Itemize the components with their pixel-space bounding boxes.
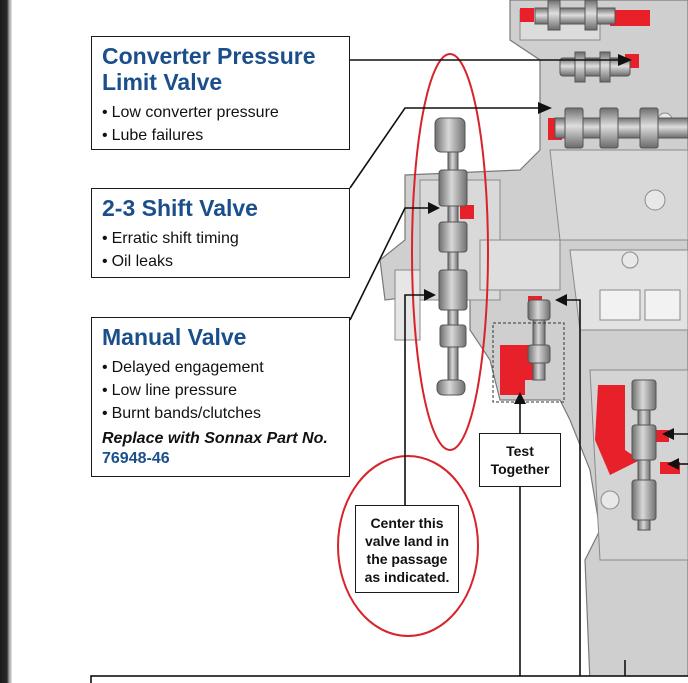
shift-valve-title: 2-3 Shift Valve xyxy=(102,195,258,221)
symptom-item: Oil leaks xyxy=(102,250,339,273)
replace-part-note: Replace with Sonnax Part No. xyxy=(102,430,328,447)
manual-valve-symptoms: Delayed engagement Low line pressure Bur… xyxy=(102,356,339,425)
shift-valve-callout: 2-3 Shift Valve Erratic shift timing Oil… xyxy=(91,188,350,278)
horizontal-valve-spool xyxy=(554,107,688,149)
shift-valve-symptoms: Erratic shift timing Oil leaks xyxy=(102,227,339,273)
symptom-item: Delayed engagement xyxy=(102,356,339,379)
symptom-item: Low converter pressure xyxy=(102,101,339,124)
converter-valve-symptoms: Low converter pressure Lube failures xyxy=(102,101,339,147)
center-valve-land-note: Center this valve land in the passage as… xyxy=(355,505,459,593)
window-edge xyxy=(0,0,12,683)
right-lower-valve xyxy=(631,379,657,531)
test-together-valve xyxy=(492,299,565,403)
converter-pressure-limit-valve-callout: Converter Pressure Limit Valve Low conve… xyxy=(91,36,350,150)
sonnax-part-number: 76948-46 xyxy=(102,450,170,467)
test-together-note: Test Together xyxy=(479,433,561,487)
converter-valve-title: Converter Pressure Limit Valve xyxy=(102,43,316,95)
symptom-item: Erratic shift timing xyxy=(102,227,339,250)
converter-pressure-limit-valve xyxy=(559,51,631,83)
symptom-item: Burnt bands/clutches xyxy=(102,402,339,425)
center-note-highlight-ellipse xyxy=(337,455,479,637)
leader-lines xyxy=(349,59,688,683)
symptom-item: Low line pressure xyxy=(102,379,339,402)
shift-valve-highlight-ellipse xyxy=(411,53,489,451)
bottom-callout-box xyxy=(90,675,688,683)
vertical-valve-spool xyxy=(434,117,468,396)
symptom-item: Lube failures xyxy=(102,124,339,147)
manual-valve-title: Manual Valve xyxy=(102,324,247,350)
manual-valve-callout: Manual Valve Delayed engagement Low line… xyxy=(91,317,350,477)
arrowheads xyxy=(424,54,679,470)
top-valve-spool xyxy=(534,0,616,31)
